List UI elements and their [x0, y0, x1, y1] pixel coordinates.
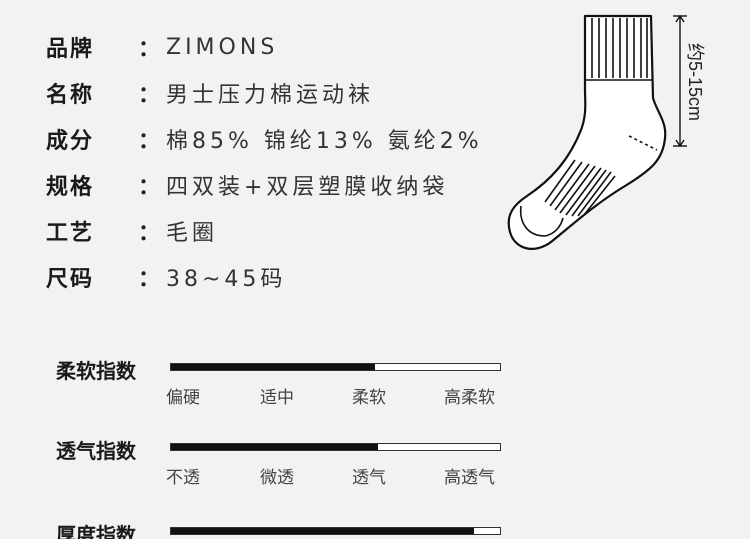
spec-row-craft: 工艺 ： 毛圈 — [46, 208, 483, 254]
tick-label: 透气 — [352, 468, 386, 488]
rating-bar-fill — [171, 444, 379, 450]
rating-bar — [170, 443, 501, 451]
spec-label-text: 品牌 — [46, 37, 95, 62]
tick-label: 柔软 — [352, 388, 386, 408]
spec-row-spec: 规格 ： 四双装+双层塑膜收纳袋 — [46, 162, 483, 208]
tick-label: 高透气 — [444, 468, 495, 488]
spec-colon: ： — [138, 267, 163, 292]
spec-row-name: 名称 ： 男士压力棉运动袜 — [46, 70, 483, 116]
spec-label: 品牌 — [46, 31, 138, 63]
tick-label: 不透 — [166, 468, 200, 488]
spec-colon: ： — [138, 37, 163, 62]
spec-row-size: 尺码 ： 38~45码 — [46, 254, 483, 300]
spec-value: ZIMONS — [166, 34, 279, 60]
spec-label: 规格 — [46, 169, 138, 201]
spec-row-brand: 品牌 ： ZIMONS — [46, 24, 483, 70]
rating-bar-fill — [171, 528, 474, 534]
tick-label: 微透 — [260, 468, 294, 488]
rating-ticks: 偏硬 适中 柔软 高柔软 — [166, 383, 501, 408]
spec-value: 棉85% 锦纶13% 氨纶2% — [166, 129, 483, 154]
spec-label: 成分 — [46, 123, 138, 155]
tick-label: 适中 — [260, 388, 294, 408]
rating-title: 透气指数 — [56, 439, 136, 463]
spec-label: 尺码 — [46, 261, 138, 293]
spec-label-text: 成分 — [46, 129, 95, 154]
spec-colon: ： — [138, 129, 163, 154]
sock-icon: 约5-15cm — [507, 14, 705, 250]
spec-label-text: 名称 — [46, 83, 95, 108]
tick-label: 偏硬 — [166, 388, 200, 408]
rating-bar — [170, 363, 501, 371]
rating-ticks: 不透 微透 透气 高透气 — [166, 463, 501, 488]
rating-title: 厚度指数 — [56, 523, 136, 539]
spec-label-text: 尺码 — [46, 267, 95, 292]
spec-label: 名称 — [46, 77, 138, 109]
spec-value: 38~45码 — [166, 267, 287, 292]
spec-label-text: 规格 — [46, 175, 95, 200]
spec-label-text: 工艺 — [46, 221, 95, 246]
spec-value: 男士压力棉运动袜 — [166, 83, 375, 108]
spec-colon: ： — [138, 221, 163, 246]
spec-value: 四双装+双层塑膜收纳袋 — [166, 175, 449, 200]
spec-colon: ： — [138, 175, 163, 200]
spec-colon: ： — [138, 83, 163, 108]
sock-dimension-label: 约5-15cm — [685, 43, 705, 121]
tick-label: 高柔软 — [444, 388, 495, 408]
spec-label: 工艺 — [46, 215, 138, 247]
rating-bar-fill — [171, 364, 375, 370]
spec-row-material: 成分 ： 棉85% 锦纶13% 氨纶2% — [46, 116, 483, 162]
spec-value: 毛圈 — [166, 221, 219, 246]
rating-title: 柔软指数 — [56, 359, 136, 383]
spec-list: 品牌 ： ZIMONS 名称 ： 男士压力棉运动袜 成分 ： 棉85% 锦纶13… — [46, 24, 483, 300]
rating-bar — [170, 527, 501, 535]
